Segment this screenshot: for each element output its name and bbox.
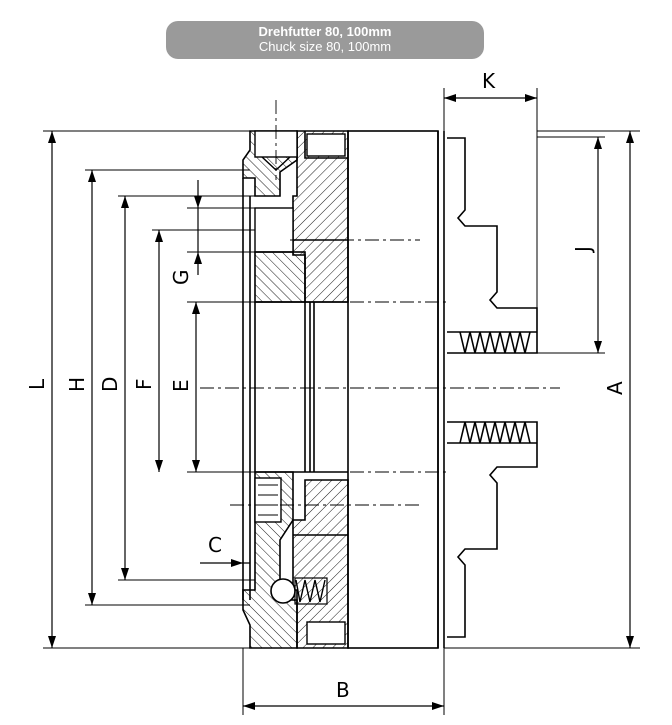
title-banner: Drehfutter 80, 100mm Chuck size 80, 100m… — [166, 21, 484, 59]
body-section-bottom — [292, 479, 349, 649]
dim-label-K: K — [482, 69, 496, 93]
dim-label-L: L — [25, 378, 49, 390]
title-subtitle: Chuck size 80, 100mm — [258, 39, 392, 54]
dim-label-D: D — [98, 377, 122, 392]
dim-label-C: C — [208, 533, 222, 557]
dim-label-G: G — [169, 270, 193, 286]
body-section-top — [292, 130, 349, 303]
dim-label-B: B — [336, 678, 350, 702]
jaw-bottom — [447, 421, 538, 638]
chuck-body — [347, 130, 445, 649]
dimension-lines — [51, 97, 631, 707]
bore-section — [254, 301, 348, 473]
dim-label-H: H — [65, 377, 89, 392]
dimension-arrows — [48, 94, 634, 710]
dim-label-F: F — [132, 378, 156, 390]
dim-label-J: J — [571, 246, 595, 254]
dim-label-E: E — [169, 379, 193, 392]
title-main: Drehfutter 80, 100mm — [258, 24, 392, 39]
back-plate-bottom — [242, 471, 328, 649]
center-lines — [200, 100, 560, 506]
dim-label-A: A — [603, 381, 627, 395]
extension-lines — [43, 88, 640, 715]
jaw-top — [447, 137, 538, 354]
